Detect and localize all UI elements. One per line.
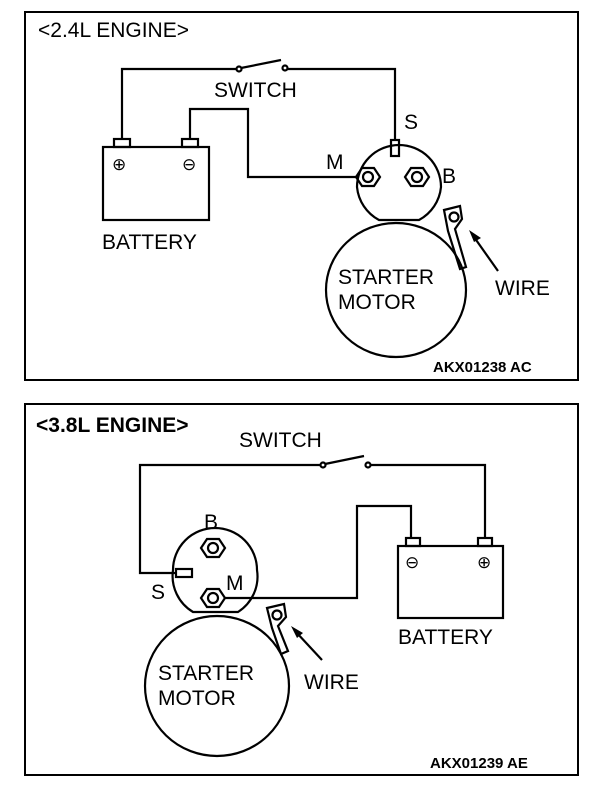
wire-switch-to-s [286, 67, 397, 140]
wire-s-to-switch [138, 463, 322, 575]
wire-pointer-line [473, 236, 499, 272]
diagram-title: <3.8L ENGINE> [36, 414, 189, 437]
terminal-s-label: S [404, 111, 418, 134]
m-terminal-nut [199, 587, 227, 609]
battery-label: BATTERY [102, 231, 197, 254]
battery-neg-symbol: ⊖ [182, 155, 196, 174]
battery-label: BATTERY [398, 626, 493, 649]
m-terminal-nut [354, 166, 382, 188]
battery-post-neg [404, 536, 422, 548]
terminal-b-label: B [204, 511, 218, 534]
starter-motor-label-2: MOTOR [158, 687, 236, 710]
wire-battery-pos-to-switch [120, 67, 238, 140]
wire-pointer-line [295, 631, 323, 661]
b-terminal-nut [403, 166, 431, 188]
wire-m-to-battery-neg [224, 504, 413, 600]
wire-battery-neg-to-m [188, 107, 359, 179]
switch-label: SWITCH [214, 79, 297, 102]
battery-box [101, 145, 211, 222]
wire-switch-to-battery-pos [369, 463, 487, 538]
switch-blade [240, 58, 282, 70]
battery-pos-symbol: ⊕ [112, 155, 126, 174]
s-terminal [389, 138, 401, 158]
ground-wire-lug [442, 204, 468, 271]
starter-motor-label-1: STARTER [158, 662, 254, 685]
switch-contact-right [281, 64, 289, 72]
figure-code: AKX01238 AC [433, 359, 532, 376]
diagram-title: <2.4L ENGINE> [38, 19, 189, 42]
switch-contact-left [319, 461, 327, 469]
figure-code: AKX01239 AE [430, 755, 528, 772]
s-terminal [174, 567, 194, 579]
terminal-m-label: M [326, 151, 344, 174]
terminal-s-label: S [151, 581, 165, 604]
starter-motor-label-1: STARTER [338, 266, 434, 289]
terminal-m-label: M [226, 572, 244, 595]
switch-blade [324, 454, 365, 466]
battery-box [396, 544, 505, 620]
terminal-b-label: B [442, 165, 456, 188]
wire-pointer-arrowhead [469, 230, 481, 242]
starter-motor-body [143, 614, 291, 758]
switch-contact-right [364, 461, 372, 469]
switch-label: SWITCH [239, 429, 322, 452]
battery-pos-symbol: ⊕ [477, 553, 491, 572]
wire-pointer-arrowhead [291, 626, 303, 638]
switch-contact-left [235, 65, 243, 73]
battery-neg-symbol: ⊖ [405, 553, 419, 572]
ground-wire-lug [265, 602, 290, 656]
solenoid-body [355, 143, 443, 222]
wire-label: WIRE [304, 671, 359, 694]
solenoid-body [171, 526, 259, 614]
wiring-diagram-2-4l: SWITCH BATTERY ⊕ ⊖ S M B STARTER MOTOR W… [101, 58, 550, 359]
b-terminal-nut [199, 537, 227, 559]
battery-post-pos [476, 536, 494, 548]
diagram-panel-2-4l: <2.4L ENGINE> AKX01238 AC [24, 11, 579, 381]
battery-post-neg [180, 137, 200, 149]
diagram-panel-3-8l: <3.8L ENGINE> AKX01239 AE [24, 403, 579, 776]
wire-label: WIRE [495, 277, 550, 300]
wiring-diagram-3-8l: SWITCH BATTERY ⊖ ⊕ B S M STARTER MOTOR W… [138, 429, 505, 758]
starter-motor-body [324, 221, 468, 359]
battery-post-pos [112, 137, 132, 149]
starter-motor-label-2: MOTOR [338, 291, 416, 314]
